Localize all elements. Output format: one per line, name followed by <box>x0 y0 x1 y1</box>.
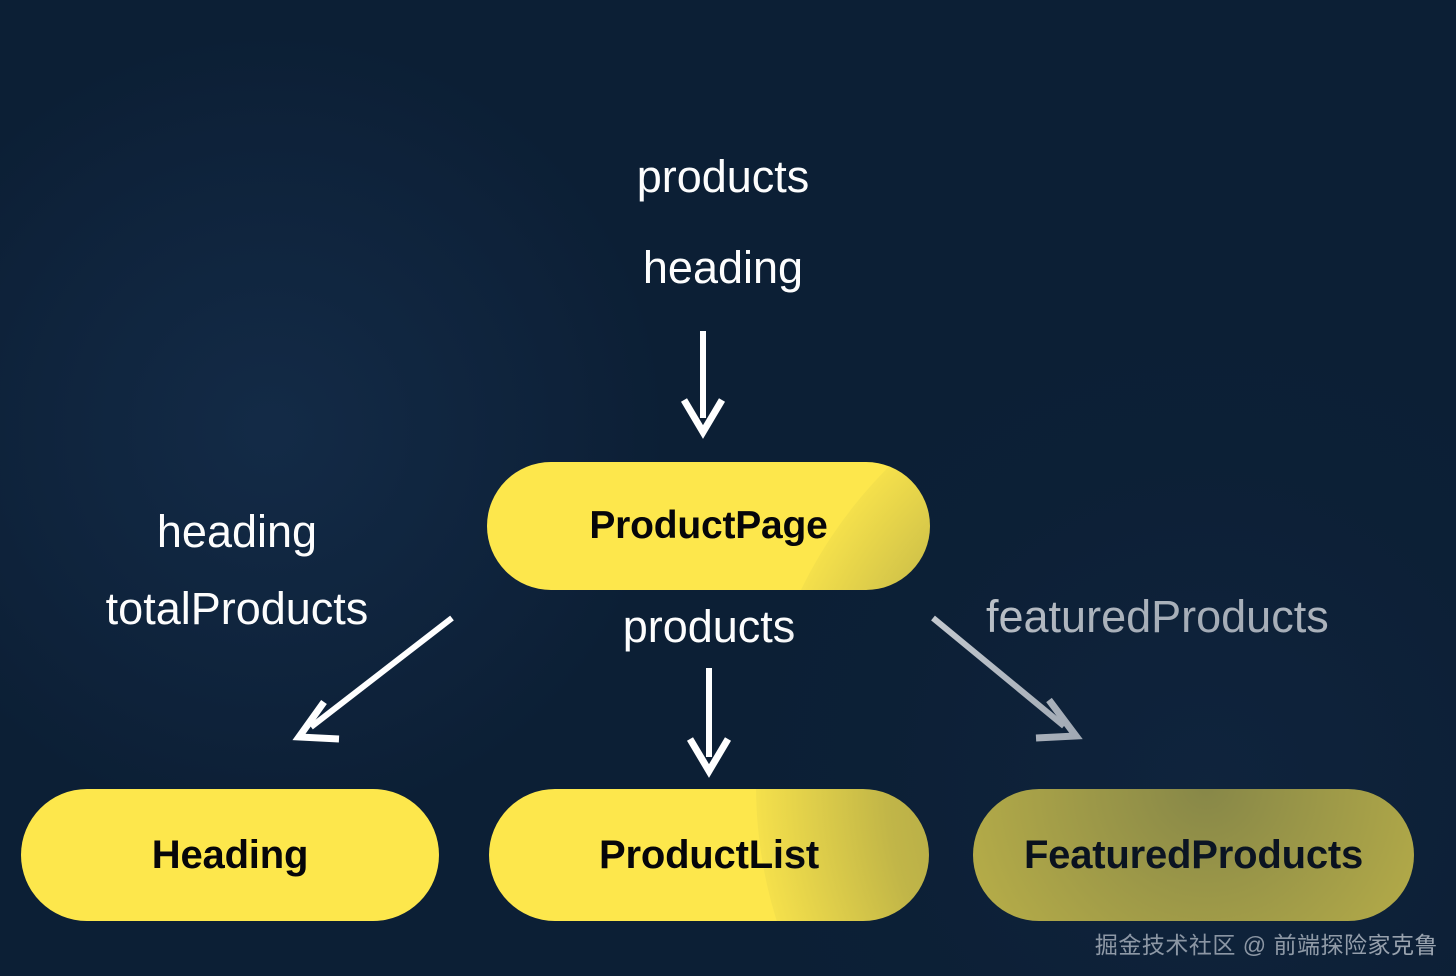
edge-prop-totalproducts-left: totalProducts <box>105 583 369 635</box>
node-productlist-label: ProductList <box>598 832 820 877</box>
node-productpage-label: ProductPage <box>589 504 828 547</box>
edge-prop-products-center: products <box>622 601 796 652</box>
edge-label-incoming-props: products heading <box>0 150 1451 294</box>
node-featuredproducts-label: FeaturedProducts <box>1023 832 1364 877</box>
node-heading-label: Heading <box>151 832 309 877</box>
node-productlist[interactable]: ProductList <box>489 789 929 921</box>
node-heading[interactable]: Heading <box>21 789 439 921</box>
edge-prop-heading-top: heading <box>642 242 804 294</box>
edge-label-featuredproducts-props: featuredProducts <box>986 590 1329 643</box>
edge-label-productlist-props: products <box>489 600 929 653</box>
edge-prop-products-top: products <box>636 151 810 202</box>
node-featuredproducts[interactable]: FeaturedProducts <box>973 789 1414 921</box>
node-productpage[interactable]: ProductPage <box>487 462 930 590</box>
watermark: 掘金技术社区 @ 前端探险家克鲁 <box>1094 932 1438 958</box>
edge-label-heading-props: heading totalProducts <box>42 505 432 635</box>
edge-prop-heading-left: heading <box>156 506 318 557</box>
edge-prop-featuredproducts-right: featuredProducts <box>986 591 1329 642</box>
